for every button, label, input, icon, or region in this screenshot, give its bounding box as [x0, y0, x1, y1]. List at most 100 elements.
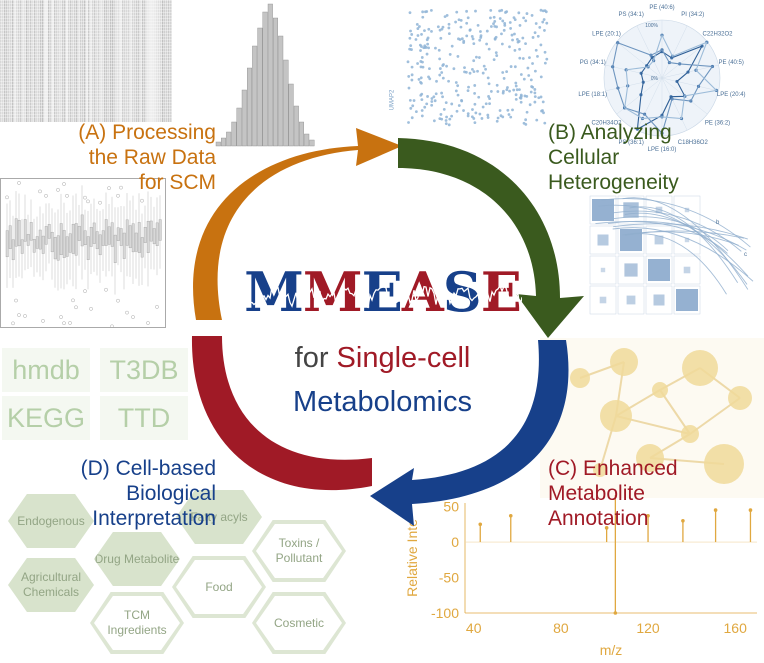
- boxplot-box: [86, 236, 90, 260]
- histogram-bar: [226, 131, 232, 147]
- scatter-point: [545, 21, 549, 25]
- scatter-point: [526, 66, 530, 70]
- boxplot-outlier: [146, 321, 150, 325]
- radar-axis-label: C22H32O2: [702, 32, 733, 38]
- arrow-a: [193, 128, 402, 320]
- histogram-bar: [215, 141, 221, 147]
- boxplot-outlier: [14, 298, 18, 303]
- category-endogenous-label: Endogenous: [8, 494, 94, 548]
- scatter-point: [470, 115, 474, 119]
- scatter-point: [514, 81, 518, 85]
- heatmap-row-line: [0, 0, 172, 1]
- heatmap-stripe: [170, 0, 172, 122]
- scatter-point: [478, 112, 482, 116]
- scatter-point: [447, 22, 451, 26]
- scatter-point: [492, 15, 496, 19]
- boxplot-outlier: [110, 324, 114, 329]
- scatter-point: [473, 84, 477, 87]
- scatter-point: [419, 76, 423, 80]
- scatter-point: [434, 46, 437, 50]
- scatter-point: [482, 64, 486, 68]
- scatter-point: [509, 27, 512, 30]
- scatter-point: [518, 88, 521, 92]
- boxplot-outlier: [11, 321, 15, 326]
- heatmap-stripe: [40, 0, 42, 122]
- scatter-point: [408, 36, 412, 40]
- scatter-point: [518, 47, 521, 51]
- radar-spoke: [605, 77, 663, 92]
- radar-spoke: [661, 77, 719, 92]
- heatmap-stripe: [112, 0, 114, 122]
- heatmap-stripe: [166, 0, 168, 122]
- scatter-point: [514, 84, 518, 88]
- histogram-bar: [298, 121, 304, 147]
- scatter-point: [495, 119, 499, 123]
- radar-axis-label: PE (36:2): [705, 120, 730, 126]
- heatmap-stripe: [2, 0, 4, 122]
- heatmap-stripe: [144, 0, 146, 122]
- scatter-point: [441, 95, 444, 99]
- ms-peak-tip: [748, 508, 753, 512]
- radar-axis-label: LPE (18:1): [578, 92, 607, 98]
- scatter-point: [508, 21, 512, 24]
- category-agricultural: Agricultural Chemicals: [4, 554, 98, 616]
- correlation-image: bc: [589, 195, 754, 315]
- scatter-point: [410, 116, 414, 120]
- scatter-point: [541, 20, 545, 24]
- heatmap-stripe: [4, 0, 6, 122]
- scatter-point: [535, 118, 539, 122]
- boxplot-box: [131, 223, 135, 253]
- heatmap-stripe: [68, 0, 70, 122]
- scatter-point: [423, 44, 427, 48]
- scatter-point: [531, 62, 534, 65]
- scatter-point: [481, 105, 485, 109]
- scatter-point: [447, 123, 451, 127]
- scatter-point: [447, 79, 450, 83]
- chord-link: [629, 206, 739, 284]
- ms-peak-tip: [508, 513, 513, 518]
- scatter-point: [541, 9, 545, 13]
- boxplot-outlier: [104, 287, 108, 292]
- ms-y-label: Relative Inte: [404, 519, 420, 597]
- scatter-point: [498, 17, 502, 20]
- scatter-point: [505, 88, 509, 92]
- radar-axis-label: PS (34:1): [619, 12, 644, 18]
- scatter-point: [425, 52, 429, 56]
- network-label-c: c: [744, 252, 747, 258]
- heatmap-row-line: [0, 105, 172, 106]
- histogram-bar: [283, 59, 289, 147]
- section-d-label: (D) Cell-based Biological Interpretation: [36, 456, 216, 531]
- scatter-point: [448, 53, 452, 56]
- scatter-point: [407, 75, 411, 78]
- scatter-point: [441, 25, 445, 29]
- scatter-point: [426, 95, 429, 98]
- scatter-point: [538, 25, 542, 29]
- scatter-point: [432, 95, 436, 99]
- scatter-point: [407, 121, 410, 124]
- heatmap-stripe: [78, 0, 80, 122]
- category-cosmetic: Cosmetic: [252, 592, 346, 654]
- scatter-point: [501, 91, 505, 95]
- scatter-point: [533, 100, 537, 104]
- scatter-point: [438, 57, 442, 61]
- category-tcm: TCM Ingredients: [90, 592, 184, 654]
- scatter-point: [419, 94, 423, 97]
- corr-square: [599, 296, 607, 304]
- scatter-point: [468, 28, 472, 32]
- heatmap-stripe: [88, 0, 90, 122]
- radar-axis-label: PI (34:2): [681, 12, 704, 18]
- heatmap-stripe: [26, 0, 28, 122]
- boxplot-box: [80, 214, 84, 247]
- heatmap-stripe: [84, 0, 86, 122]
- heatmap-row-line: [0, 63, 172, 64]
- scatter-point: [543, 50, 547, 54]
- ms-x-label: m/z: [600, 642, 623, 658]
- chord-link: [595, 221, 728, 254]
- section-a-line2: the Raw Data: [88, 146, 216, 169]
- scatter-point: [439, 36, 443, 40]
- boxplot-box: [65, 236, 69, 257]
- radar-axis-label: LPE (16:0): [648, 147, 677, 153]
- heatmap-stripe: [110, 0, 112, 122]
